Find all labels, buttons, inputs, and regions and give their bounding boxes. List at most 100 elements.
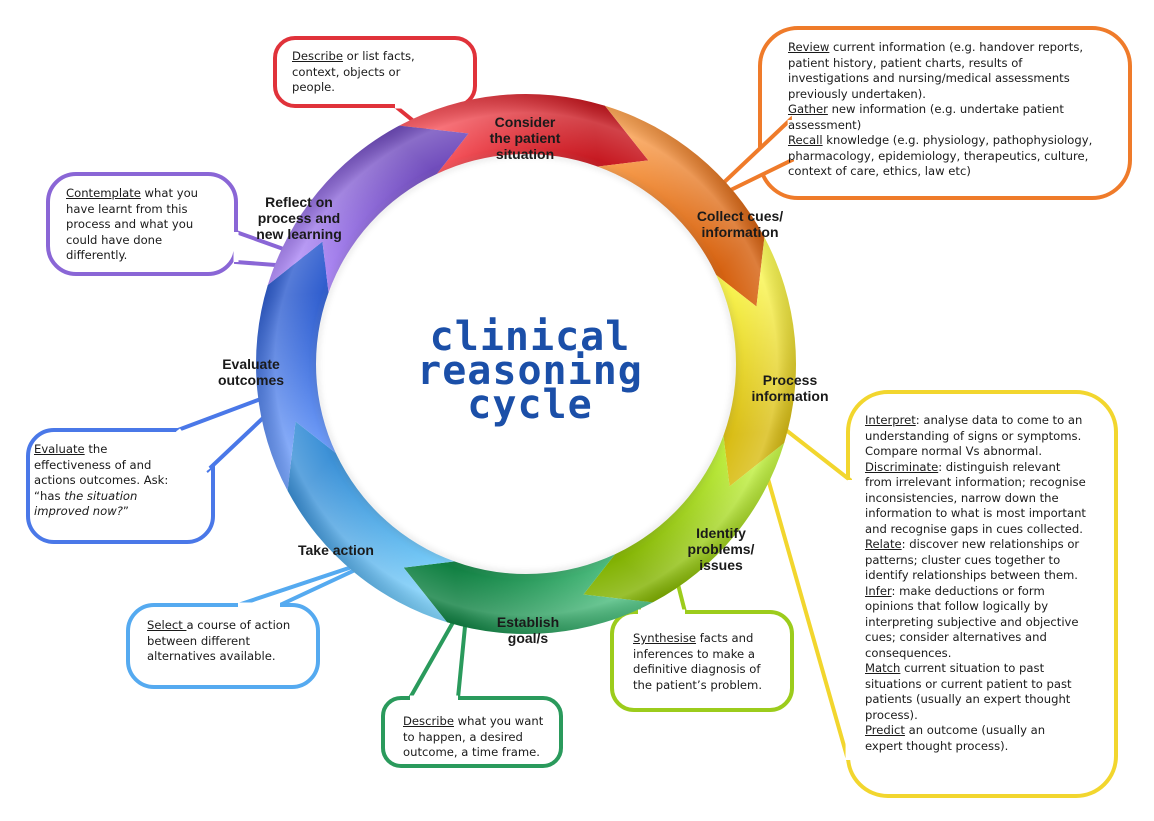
callout-text-run: actions outcomes. Ask: (34, 473, 169, 487)
callout-line: people. (292, 80, 472, 96)
callout-line: Gather new information (e.g. undertake p… (788, 102, 1128, 118)
ring-center (316, 154, 736, 574)
callout-text-run: what you (140, 186, 199, 200)
callout-text-run: context of care, ethics, law etc) (788, 164, 971, 178)
callout-text-run: information to what is most important (865, 506, 1086, 520)
callout-bubble-take-action (126, 603, 320, 689)
callout-text-run: pharmacology, epidemiology, therapeutics… (788, 148, 1089, 163)
callout-keyword: Select (147, 618, 187, 632)
callout-text-run: consequences. (865, 645, 952, 660)
callout-line: process). (865, 708, 1125, 724)
callout-text-run: : make deductions or form (891, 583, 1045, 598)
callout-bubble-reflect (46, 172, 238, 276)
callout-line: Infer: make deductions or form (865, 584, 1125, 600)
callout-bubble-collect (758, 26, 1132, 200)
stage-label-identify: Identify problems/ issues (687, 525, 755, 573)
callout-line: interpreting subjective and objective (865, 615, 1125, 631)
title-line-2: reasoning (417, 348, 643, 394)
callout-line: Compare normal Vs abnormal. (865, 444, 1125, 460)
callout-line: Review current information (e.g. handove… (788, 40, 1128, 56)
callout-line: patterns; cluster cues together to (865, 553, 1125, 569)
callout-line: Interpret: analyse data to come to an (865, 413, 1125, 429)
callout-text-run: inconsistencies, narrow down the (865, 490, 1059, 505)
callout-line: effectiveness of and (34, 458, 204, 474)
callout-line: context, objects or (292, 65, 472, 81)
callout-keyword: Synthesise (633, 631, 697, 645)
callout-line: Evaluate the (34, 442, 204, 458)
callout-text-run: process). (865, 707, 918, 722)
callout-line: expert thought process). (865, 739, 1125, 755)
callout-text-run: or list facts, (342, 49, 415, 63)
title-line-1: CLINICAL (429, 314, 631, 360)
callout-line: actions outcomes. Ask: (34, 473, 204, 489)
callout-line: understanding of signs or symptoms. (865, 429, 1125, 445)
callout-keyword: Contemplate (66, 186, 141, 200)
callout-text-run: patient history, patient charts, results… (788, 55, 1023, 70)
callout-text-run: opinions that follow logically by (865, 599, 1049, 613)
callout-seam (845, 479, 853, 761)
callout-text-run: : analyse data to come to an (915, 413, 1083, 427)
callout-line: previously undertaken). (788, 87, 1128, 103)
callout-line: Describe or list facts, (292, 49, 472, 65)
stage-label-reflect: Reflect on process and new learning (256, 194, 342, 242)
callout-emphasis: the situation (64, 488, 138, 503)
cycle-title: CLINICAL reasoning cycle (385, 314, 675, 428)
callout-seam (787, 119, 795, 161)
callout-text-run: a course of action (186, 618, 291, 632)
callout-text-run: inferences to make a (633, 646, 755, 661)
callout-line: “has the situation (34, 489, 204, 505)
callout-text-run: “has (34, 488, 65, 503)
callout-text-run: knowledge (e.g. physiology, pathophysiol… (822, 133, 1093, 147)
callout-line: improved now?” (34, 504, 204, 520)
callout-line: Describe what you want (403, 714, 563, 730)
stage-label-take-action: Take action (298, 542, 374, 558)
callout-keyword: Evaluate (34, 442, 85, 456)
callout-line: Match current situation to past (865, 661, 1125, 677)
title-line-3: cycle (467, 382, 593, 428)
callout-line: definitive diagnosis of (633, 662, 793, 678)
callout-line: the patient’s problem. (633, 678, 793, 694)
callout-text-run: from irrelevant information; recognise (865, 475, 1086, 489)
callout-line: situations or current patient to past (865, 677, 1125, 693)
callout-line: patient history, patient charts, results… (788, 56, 1128, 72)
callout-keyword: Review (788, 40, 830, 54)
callout-line: information to what is most important (865, 506, 1125, 522)
callout-line: Contemplate what you (66, 186, 226, 202)
callout-line: pharmacology, epidemiology, therapeutics… (788, 149, 1128, 165)
callout-line: Predict an outcome (usually an (865, 723, 1125, 739)
stage-label-evaluate: Evaluate outcomes (217, 356, 285, 388)
callout-line: investigations and nursing/medical asses… (788, 71, 1128, 87)
callout-text-run: differently. (66, 248, 128, 262)
callout-text-run: cues; consider alternatives and (865, 630, 1047, 644)
callout-line: could have done (66, 233, 226, 249)
callout-line: Relate: discover new relationships or (865, 537, 1125, 553)
callout-text-run: : distinguish relevant (938, 459, 1061, 474)
callout-bubble-establish (381, 696, 563, 768)
callout-text-run: assessment) (788, 117, 862, 132)
callout-line: opinions that follow logically by (865, 599, 1125, 615)
callout-text-run: expert thought process). (865, 738, 1009, 753)
callout-line: Recall knowledge (e.g. physiology, patho… (788, 133, 1128, 149)
stage-label-consider: Consider the patient situation (489, 114, 561, 162)
callout-line: from irrelevant information; recognise (865, 475, 1125, 491)
callout-text-run: context, objects or (292, 64, 401, 79)
callout-emphasis: improved now? (34, 504, 123, 518)
callout-line: outcome, a time frame. (403, 745, 563, 761)
stage-label-establish: Establish goal/s (496, 614, 560, 646)
callout-line: differently. (66, 248, 226, 264)
callout-line: cues; consider alternatives and (865, 630, 1125, 646)
callout-text-run: : discover new relationships or (901, 537, 1080, 551)
callout-line: between different (147, 634, 317, 650)
callout-text-run: identify relationships between them. (865, 568, 1078, 582)
callout-text-run: to happen, a desired (403, 729, 523, 744)
callout-line: Select a course of action (147, 618, 317, 634)
callout-bubble-evaluate (26, 428, 215, 544)
callout-text-run: people. (292, 80, 335, 94)
